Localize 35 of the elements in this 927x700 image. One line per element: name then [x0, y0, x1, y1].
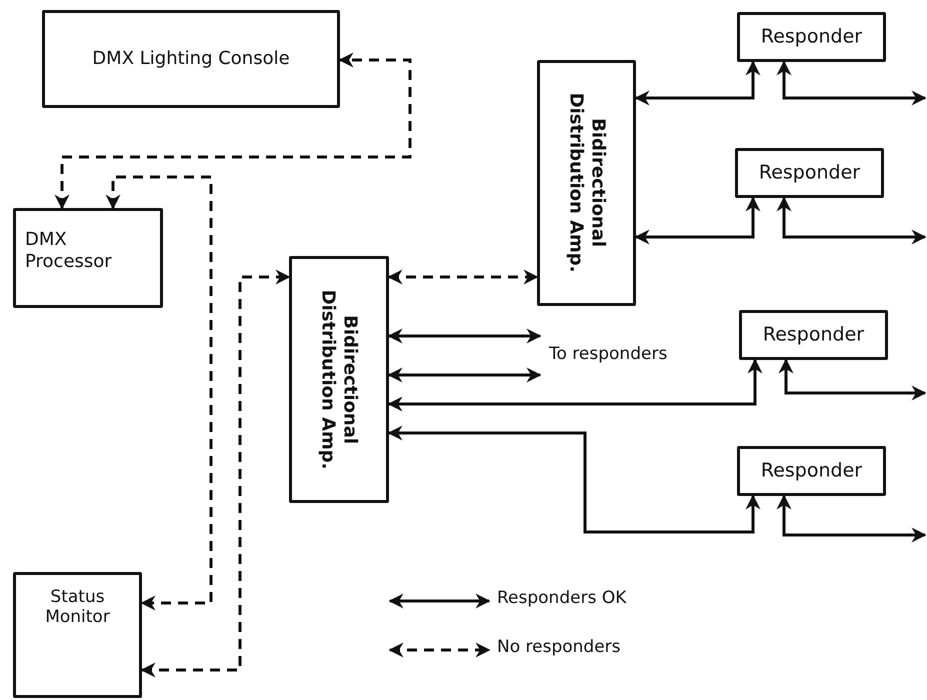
device-box	[735, 148, 884, 198]
device-box	[739, 310, 888, 360]
amplifier-box	[537, 60, 636, 306]
node-label: Bidirectional Distribution Amp.	[317, 288, 361, 471]
node-label: Responder	[762, 324, 866, 346]
connector-arrow	[54, 52, 412, 210]
connector-arrow	[778, 358, 926, 400]
node-label: DMX Processor	[25, 229, 113, 272]
node-label: Responder	[758, 162, 862, 184]
connector-arrow	[140, 270, 290, 678]
device-box	[13, 572, 142, 698]
connector-arrow	[388, 426, 760, 534]
legend-text: Responders OK	[497, 588, 626, 608]
device-box	[42, 10, 340, 108]
connector-arrow	[776, 196, 926, 244]
device-box	[737, 446, 886, 496]
connector-arrow	[634, 60, 760, 106]
node-label: Responder	[760, 26, 864, 48]
connector-arrow	[388, 270, 538, 284]
node-label: Responder	[760, 460, 864, 482]
connector-arrow	[776, 494, 926, 542]
amplifier-box	[289, 256, 389, 503]
connector-arrow	[388, 368, 542, 382]
connector-arrow	[776, 60, 926, 106]
connector-arrow	[634, 196, 760, 244]
connector-arrow	[106, 176, 212, 610]
device-box	[13, 208, 163, 308]
node-label: Bidirectional Distribution Amp.	[564, 92, 608, 274]
connector-arrow	[388, 328, 542, 344]
legend-text: No responders	[497, 637, 621, 657]
annotation-text: To responders	[540, 326, 690, 384]
node-label: DMX Lighting Console	[91, 48, 291, 70]
node-label: Status Monitor	[44, 587, 111, 628]
connector-arrow	[388, 358, 762, 412]
device-box	[737, 12, 886, 62]
